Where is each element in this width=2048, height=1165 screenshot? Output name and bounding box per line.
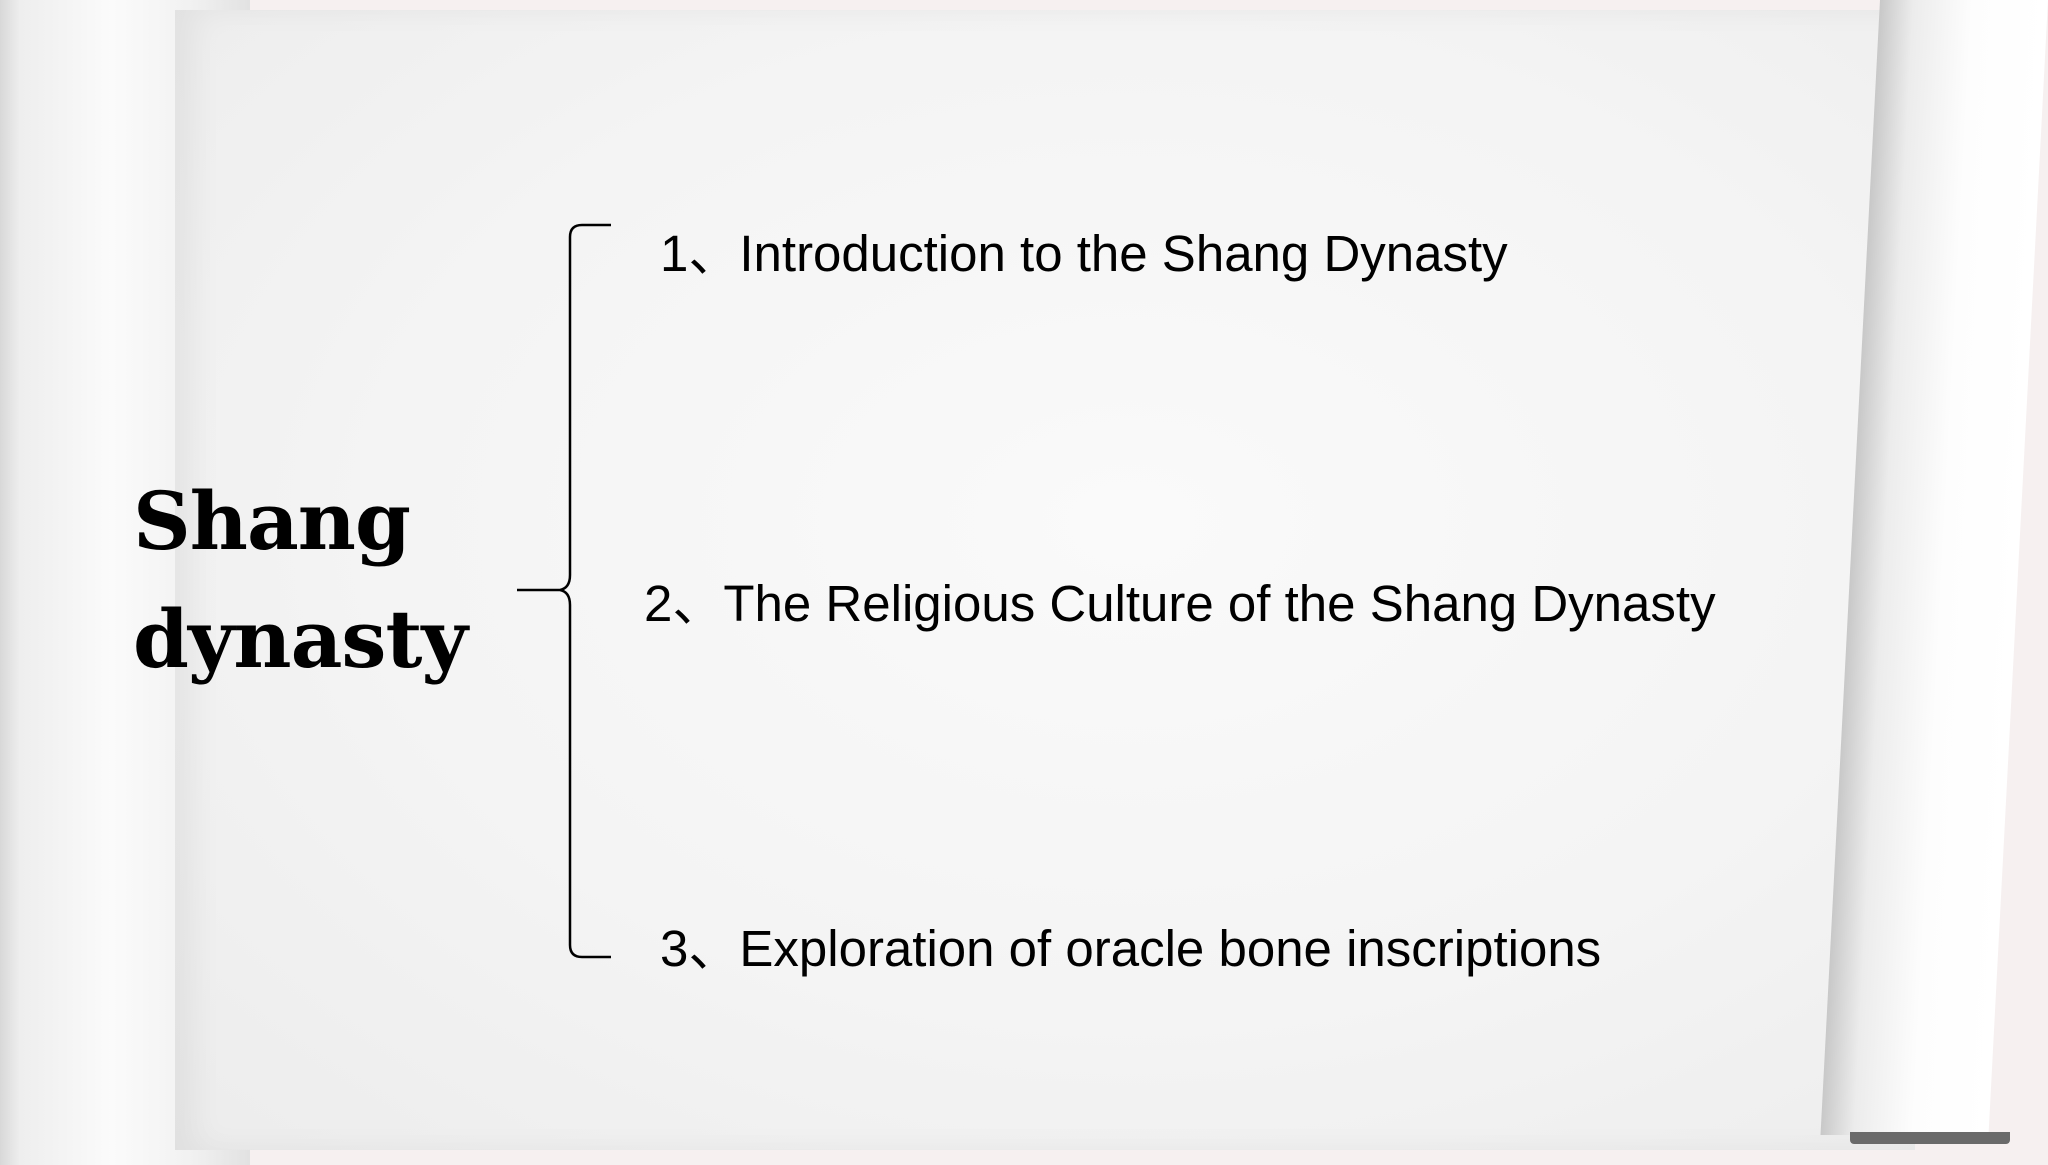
slide-title: Shang dynasty [133,462,468,698]
scroll-paper [175,10,1915,1150]
title-line-1: Shang [133,474,411,568]
agenda-item-2: 2、The Religious Culture of the Shang Dyn… [644,575,1716,632]
title-line-2: dynasty [133,592,468,686]
agenda-item-3: 3、Exploration of oracle bone inscription… [660,920,1602,977]
agenda-item-1: 1、Introduction to the Shang Dynasty [660,225,1508,282]
scroll-roll-edge [1850,1132,2010,1144]
